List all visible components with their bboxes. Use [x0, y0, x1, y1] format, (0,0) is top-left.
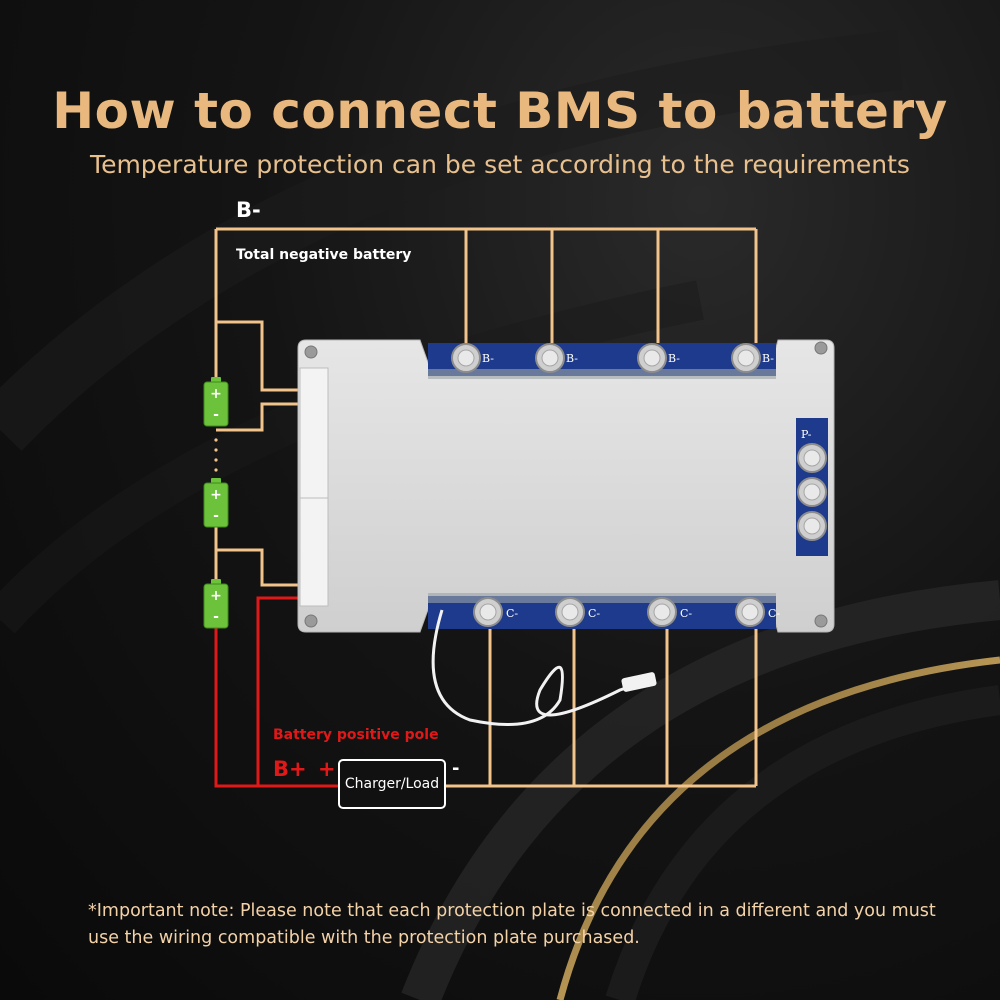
- battery-cell: [203, 482, 229, 528]
- negative-wiring: [214, 227, 758, 788]
- series-dots: [214, 438, 218, 482]
- heatsink-plate: [297, 339, 835, 633]
- c-minus-pad-label: C-: [768, 607, 780, 620]
- page-title: How to connect BMS to battery: [52, 82, 948, 140]
- b-minus-pad-label: B-: [762, 352, 774, 365]
- battery-positive-label: Battery positive pole: [273, 727, 439, 743]
- plus-sign: +: [318, 757, 336, 781]
- b-minus-pad-label: B-: [566, 352, 578, 365]
- b-minus-pad-label: B-: [482, 352, 494, 365]
- cell-positive-sign: +: [210, 386, 222, 402]
- battery-cell: [203, 381, 229, 427]
- c-minus-pad-label: C-: [680, 607, 692, 620]
- p-minus-pad-label: P-: [801, 428, 812, 441]
- b-plus-label: B+: [273, 757, 307, 781]
- c-minus-pad-label: C-: [506, 607, 518, 620]
- important-note: *Important note: Please note that each p…: [88, 901, 936, 948]
- minus-sign: -: [452, 758, 460, 779]
- cell-negative-sign: -: [213, 609, 219, 625]
- charger-load-box: Charger/Load: [338, 759, 446, 809]
- bms-board: [297, 339, 835, 726]
- page-subtitle: Temperature protection can be set accord…: [90, 150, 910, 179]
- cell-positive-sign: +: [210, 588, 222, 604]
- cell-negative-sign: -: [213, 508, 219, 524]
- total-negative-label: Total negative battery: [236, 247, 412, 263]
- cell-positive-sign: +: [210, 487, 222, 503]
- temperature-sensor-cable: [431, 609, 651, 726]
- battery-cell: [203, 583, 229, 629]
- temperature-probe: [621, 672, 657, 692]
- c-minus-pad-label: C-: [588, 607, 600, 620]
- positive-wiring: [214, 596, 338, 788]
- b-minus-pad-label: B-: [668, 352, 680, 365]
- cell-negative-sign: -: [213, 407, 219, 423]
- background-arcs: [0, 30, 1000, 1000]
- b-minus-label: B-: [236, 198, 261, 222]
